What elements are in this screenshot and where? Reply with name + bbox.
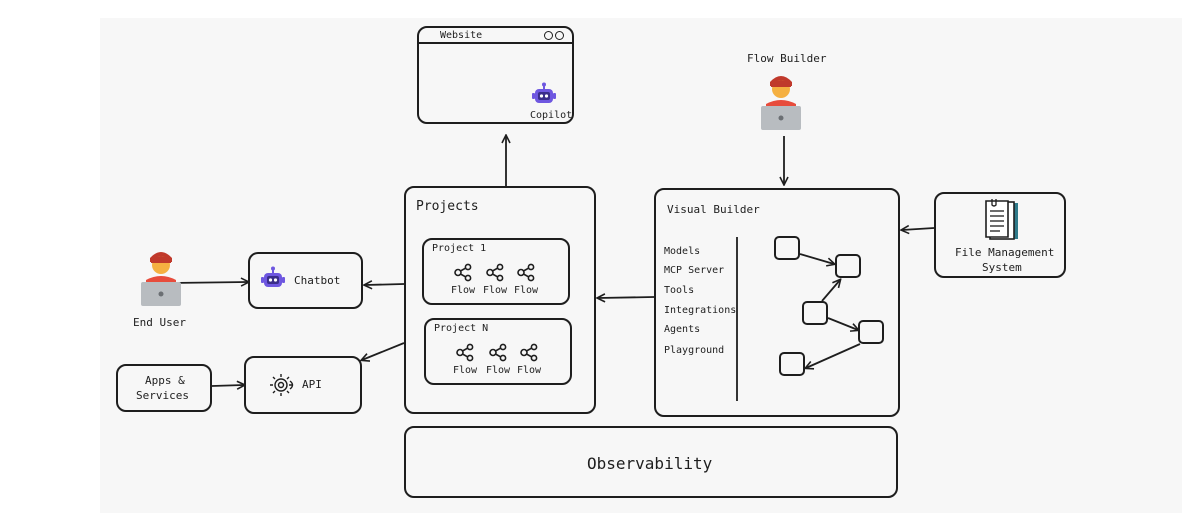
- flow-share-icon: [486, 263, 504, 282]
- vb-menu-item: Models: [664, 246, 701, 257]
- file-management-label-1: File Management: [955, 246, 1055, 259]
- end-user-person-icon: [141, 252, 181, 306]
- arrow-visualbuilder-to-projects: [598, 297, 655, 298]
- flow-share-icon: [454, 263, 472, 282]
- visual-builder-title: Visual Builder: [667, 203, 760, 216]
- vb-node: [779, 352, 805, 376]
- project-1-box: [422, 238, 570, 305]
- flow-label: Flow: [450, 285, 476, 296]
- vb-menu-item: Agents: [664, 324, 701, 335]
- vb-node: [774, 236, 800, 260]
- apps-services-label-1: Apps &: [145, 374, 185, 387]
- flow-label: Flow: [513, 285, 539, 296]
- flow-item: Flow: [483, 343, 513, 376]
- website-window: [417, 26, 574, 124]
- vb-arrow-4: [806, 343, 861, 368]
- flow-item: Flow: [448, 263, 478, 296]
- flow-share-icon: [520, 343, 538, 362]
- flow-builder-label: Flow Builder: [747, 52, 827, 65]
- apps-services-box: [116, 364, 212, 412]
- api-gear-icon: [270, 374, 294, 396]
- vb-menu-item: Tools: [664, 285, 695, 296]
- projects-panel: [404, 186, 596, 414]
- file-management-box: [934, 192, 1066, 278]
- vb-menu-item: Playground: [664, 345, 725, 356]
- arrow-apps-to-api: [211, 385, 244, 386]
- project-n-box: [424, 318, 572, 385]
- document-icon: [985, 199, 1018, 240]
- api-box: [244, 356, 362, 414]
- flow-item: Flow: [511, 263, 541, 296]
- end-user-label: End User: [133, 316, 186, 329]
- observability-box: [404, 426, 898, 498]
- chatbot-box: [248, 252, 363, 309]
- flow-label: Flow: [485, 365, 511, 376]
- flow-share-icon: [517, 263, 535, 282]
- vb-arrow-2: [821, 280, 840, 302]
- projects-title: Projects: [416, 199, 479, 214]
- vb-arrow-1: [799, 253, 834, 264]
- flow-share-icon: [489, 343, 507, 362]
- file-management-label-2: System: [982, 261, 1022, 274]
- vb-arrow-3: [827, 317, 858, 330]
- flow-share-icon: [456, 343, 474, 362]
- website-title: Website: [440, 30, 483, 41]
- diagram-canvas: [100, 18, 1182, 513]
- vb-menu-item: MCP Server: [664, 265, 725, 276]
- flow-item: Flow: [480, 263, 510, 296]
- vb-node: [802, 301, 828, 325]
- project-1-title: Project 1: [432, 243, 487, 254]
- project-n-title: Project N: [434, 323, 489, 334]
- chatbot-label: Chatbot: [294, 274, 341, 287]
- window-circle-icon: [555, 31, 564, 40]
- vb-menu-item: Integrations: [664, 305, 737, 316]
- arrow-projects-to-chatbot: [365, 284, 405, 285]
- flow-item: Flow: [450, 343, 480, 376]
- website-titlebar-line: [418, 42, 573, 44]
- flow-label: Flow: [482, 285, 508, 296]
- flow-item: Flow: [514, 343, 544, 376]
- observability-label: Observability: [587, 454, 713, 473]
- vb-node: [835, 254, 861, 278]
- api-label: API: [302, 378, 322, 391]
- flow-label: Flow: [452, 365, 478, 376]
- vb-node: [858, 320, 884, 344]
- copilot-label: Copilot: [530, 110, 573, 121]
- arrow-projects-to-api: [362, 342, 405, 360]
- copilot-robot-icon: [532, 82, 556, 103]
- flow-label: Flow: [516, 365, 542, 376]
- visual-builder-panel: [654, 188, 900, 417]
- window-circle-icon: [544, 31, 553, 40]
- arrow-enduser-to-chatbot: [169, 282, 248, 283]
- arrow-filemgmt-to-visualbuilder: [902, 228, 935, 230]
- flow-builder-person-icon: [761, 76, 801, 130]
- apps-services-label-2: Services: [136, 389, 189, 402]
- chatbot-robot-icon: [261, 266, 285, 287]
